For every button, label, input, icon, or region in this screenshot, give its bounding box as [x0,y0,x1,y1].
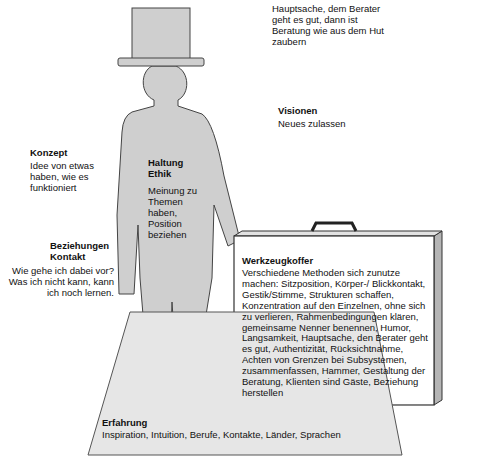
label-heading: Konzept [30,148,118,159]
case-front [234,236,434,405]
label-body: Wie gehe ich dabei vor? Was ich nicht ka… [2,266,114,299]
case-top [234,231,442,236]
hat-brim [118,58,204,66]
tool-case: WerkzeugkofferVerschiedene Methoden sich… [232,222,444,407]
hat-crown [132,8,190,60]
node-heading: Haltung Ethik [148,158,200,180]
note-text: Hauptsache, dem Berater geht es gut, dan… [272,4,394,48]
floor-shape [88,312,402,455]
node-heading: Werkzeugkoffer [242,256,428,267]
label-body: Idee von etwas haben, wie es funktionier… [30,161,118,194]
node-heading: Erfahrung [102,418,404,429]
node-body: Meinung zu Themen haben, Position bezieh… [148,186,212,241]
case-handle [312,223,356,231]
node-body: Verschiedene Methoden sich zunutze mache… [242,268,428,399]
label-heading: Beziehungen Kontakt [50,241,116,263]
label-heading: Visionen [278,106,398,117]
label-body: Neues zulassen [278,119,398,130]
case-side [434,231,442,405]
node-body: Inspiration, Intuition, Berufe, Kontakte… [102,430,392,441]
